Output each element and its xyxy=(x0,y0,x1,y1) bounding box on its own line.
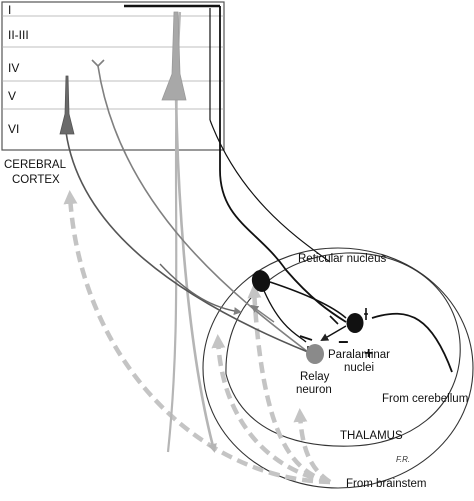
cerebral-label: CEREBRAL xyxy=(4,159,67,171)
inhibitory-terminal xyxy=(299,335,313,341)
paralaminar-neuron xyxy=(346,313,364,333)
layer4-terminal xyxy=(91,59,105,67)
layer-label-I: I xyxy=(8,3,11,17)
minus-sign: − xyxy=(338,332,349,352)
cerebellum-terminal xyxy=(364,308,368,320)
paralaminar-minus-terminal xyxy=(329,315,339,325)
reticular-to-paralaminar-axon xyxy=(269,281,347,319)
paralaminar-to-cortex-axon xyxy=(219,6,347,323)
paralaminar-label: Paralaminar xyxy=(328,349,390,361)
layer6-pyramidal-neuron xyxy=(59,75,75,135)
relay-label-2: neuron xyxy=(296,384,332,396)
layer-label-VI: VI xyxy=(8,122,19,136)
cerebellum-label: From cerebellum xyxy=(382,393,468,405)
paralaminar-to-relay-arrow xyxy=(320,325,347,342)
reticular-neuron xyxy=(251,270,271,292)
thalamus-label: THALAMUS xyxy=(340,430,403,442)
relay-neuron xyxy=(306,344,324,364)
brainstem-projections xyxy=(63,190,332,485)
brainstem-label: From brainstem xyxy=(346,478,427,490)
layer-label-II-III: II-III xyxy=(8,28,29,42)
reticular-nucleus-outline xyxy=(225,252,461,447)
cortex-label: CORTEX xyxy=(12,174,60,186)
brainstem-to-cortex-path xyxy=(63,190,331,485)
relay-collateral-to-reticular xyxy=(250,304,275,323)
thalamus-outline xyxy=(202,247,474,489)
paralaminar-label-2: nuclei xyxy=(344,362,374,374)
layer-label-V: V xyxy=(8,89,16,103)
cortex-box xyxy=(1,1,225,151)
layer5-pyramidal-neuron xyxy=(161,11,187,101)
relay-label: Relay xyxy=(300,371,330,383)
layer6-collateral-to-reticular xyxy=(159,263,242,316)
cerebellum-input-axon xyxy=(371,312,453,373)
layer1-to-thalamus-axon xyxy=(209,119,331,263)
reticular-to-relay-axon xyxy=(261,285,307,343)
artist-signature: F.R. xyxy=(396,455,410,464)
reticular-nucleus-label: Reticular nucleus xyxy=(298,253,386,265)
brainstem-to-thalamus-path xyxy=(293,408,332,484)
plus-sign: + xyxy=(364,345,373,362)
layer-label-IV: IV xyxy=(8,61,19,75)
brainstem-to-reticular-path xyxy=(247,284,331,485)
layer5-descending-axon xyxy=(174,91,217,453)
relay-to-layer4-axon xyxy=(97,65,309,353)
brainstem-to-relay-path xyxy=(211,334,331,485)
layer6-corticothalamic-axon xyxy=(65,131,309,353)
